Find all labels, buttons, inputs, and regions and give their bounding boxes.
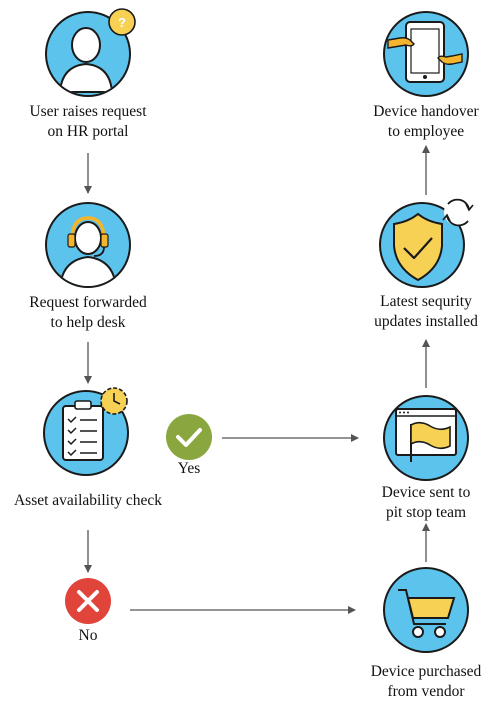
shopping-cart-icon <box>383 567 469 653</box>
node-label-line2: updates installed <box>374 313 478 330</box>
no-label: No <box>79 627 98 644</box>
node-security: Latest sequrity updates installed <box>374 198 478 330</box>
monitor-flag-icon <box>383 395 469 481</box>
node-label-line1: Device handover <box>373 103 479 120</box>
node-label-line2: to help desk <box>51 314 126 331</box>
shield-refresh-icon <box>379 198 474 288</box>
decision-yes: Yes <box>166 414 212 477</box>
user-question-icon: ? <box>45 8 136 97</box>
node-label-line1: Asset availability check <box>14 492 162 509</box>
decision-no: No <box>65 578 111 644</box>
svg-text:?: ? <box>118 15 126 30</box>
node-label-line2: from vendor <box>387 683 465 700</box>
node-label-line1: Device sent to <box>382 484 471 501</box>
tablet-handover-icon <box>383 11 469 97</box>
node-pit-stop: Device sent to pit stop team <box>382 395 471 521</box>
node-label-line1: Device purchased <box>371 663 482 680</box>
node-asset-check: Asset availability check <box>14 387 162 509</box>
node-purchased: Device purchased from vendor <box>371 567 482 700</box>
clipboard-clock-icon <box>43 387 129 476</box>
node-label-line2: pit stop team <box>386 504 466 521</box>
node-label-line1: Request forwarded <box>29 294 147 311</box>
node-help-desk: Request forwarded to help desk <box>29 202 147 331</box>
node-handover: Device handover to employee <box>373 11 480 140</box>
node-label-line2: on HR portal <box>48 123 129 140</box>
node-label-line1: Latest sequrity <box>380 293 472 310</box>
check-circle-icon <box>166 414 212 460</box>
yes-label: Yes <box>178 460 201 477</box>
x-circle-icon <box>65 578 111 624</box>
node-label-line1: User raises request <box>29 103 147 120</box>
node-label-line2: to employee <box>388 123 464 140</box>
headset-agent-icon <box>45 202 131 288</box>
node-user-request: ? User raises request on HR portal <box>29 8 147 140</box>
